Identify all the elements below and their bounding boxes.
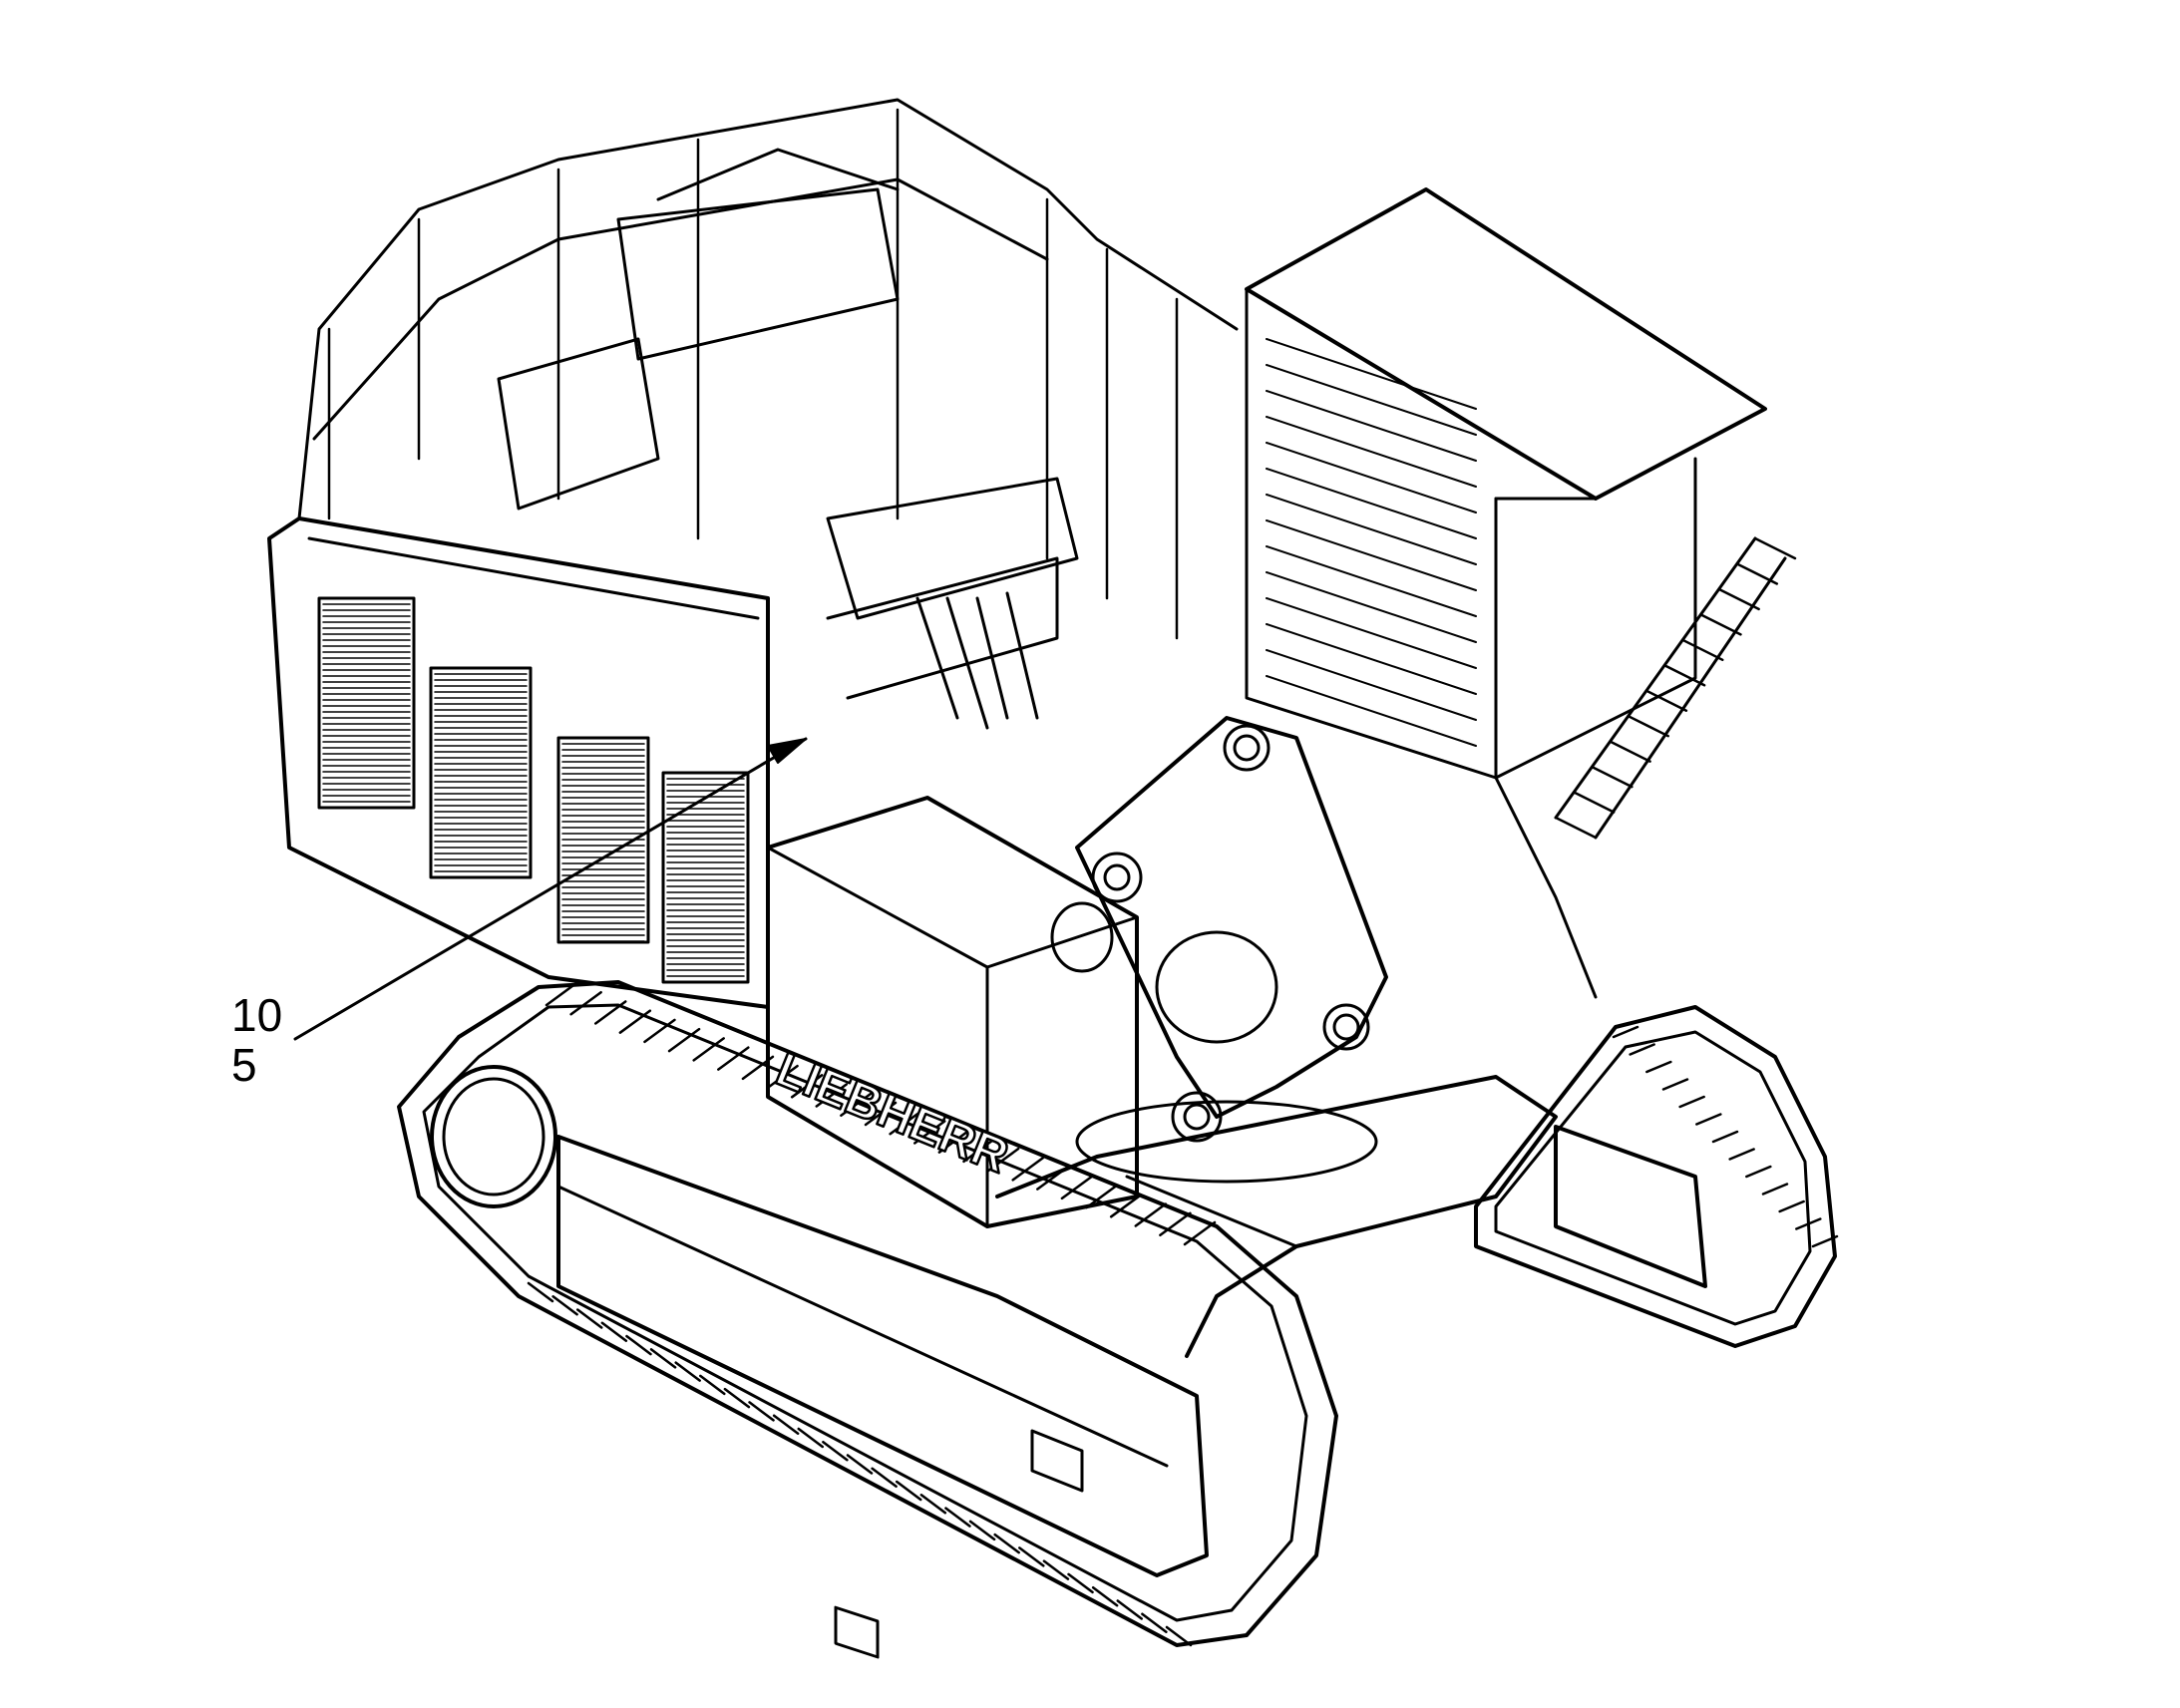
car-body xyxy=(995,1075,1558,1358)
rear-track xyxy=(1474,1005,1839,1348)
brand-logo-text: LIEBHERR xyxy=(769,1043,1015,1184)
callout-label-bottom: 5 xyxy=(231,1039,257,1091)
grille-panel xyxy=(317,596,416,810)
leader-arrowhead xyxy=(767,738,807,764)
grille-panel xyxy=(556,736,650,944)
access-cover xyxy=(1050,901,1114,973)
operator-cab xyxy=(1245,187,1767,999)
callout-leader xyxy=(293,737,808,1041)
front-track xyxy=(397,980,1338,1659)
grille-panel xyxy=(429,666,533,879)
callout-label-top: 10 xyxy=(231,989,283,1041)
idler-wheel xyxy=(430,1065,557,1208)
track-frame-plate xyxy=(834,1605,880,1659)
grille-panel xyxy=(661,771,750,984)
upper-carriage: LIEBHERR xyxy=(267,516,1388,1228)
leader-line xyxy=(293,737,808,1041)
machine-house xyxy=(297,98,1797,840)
